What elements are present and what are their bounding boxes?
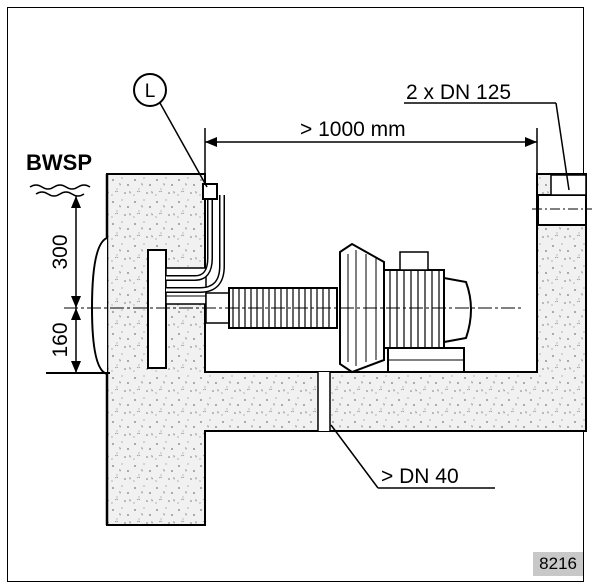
drain-spec-leader bbox=[330, 424, 495, 489]
vertical-dimensions bbox=[46, 196, 110, 374]
figure-number: 8216 bbox=[533, 552, 583, 576]
pump-motor bbox=[339, 242, 472, 374]
water-level-label: BWSP bbox=[26, 150, 92, 175]
drain-spec-label: > DN 40 bbox=[381, 465, 459, 488]
distance-label: > 1000 mm bbox=[300, 118, 406, 141]
callout-l-label: L bbox=[145, 81, 156, 102]
floor-drain bbox=[317, 372, 331, 431]
dim-upper-label: 300 bbox=[49, 234, 72, 269]
distance-dimension bbox=[204, 128, 538, 176]
pipe-spec-leader bbox=[404, 102, 570, 191]
air-hose bbox=[166, 183, 225, 293]
callout-l bbox=[133, 73, 208, 188]
counter-current-unit bbox=[90, 237, 207, 375]
pipe-spec-label: 2 x DN 125 bbox=[406, 81, 511, 104]
water-level-marker bbox=[29, 184, 91, 197]
dim-lower-label: 160 bbox=[49, 322, 72, 357]
